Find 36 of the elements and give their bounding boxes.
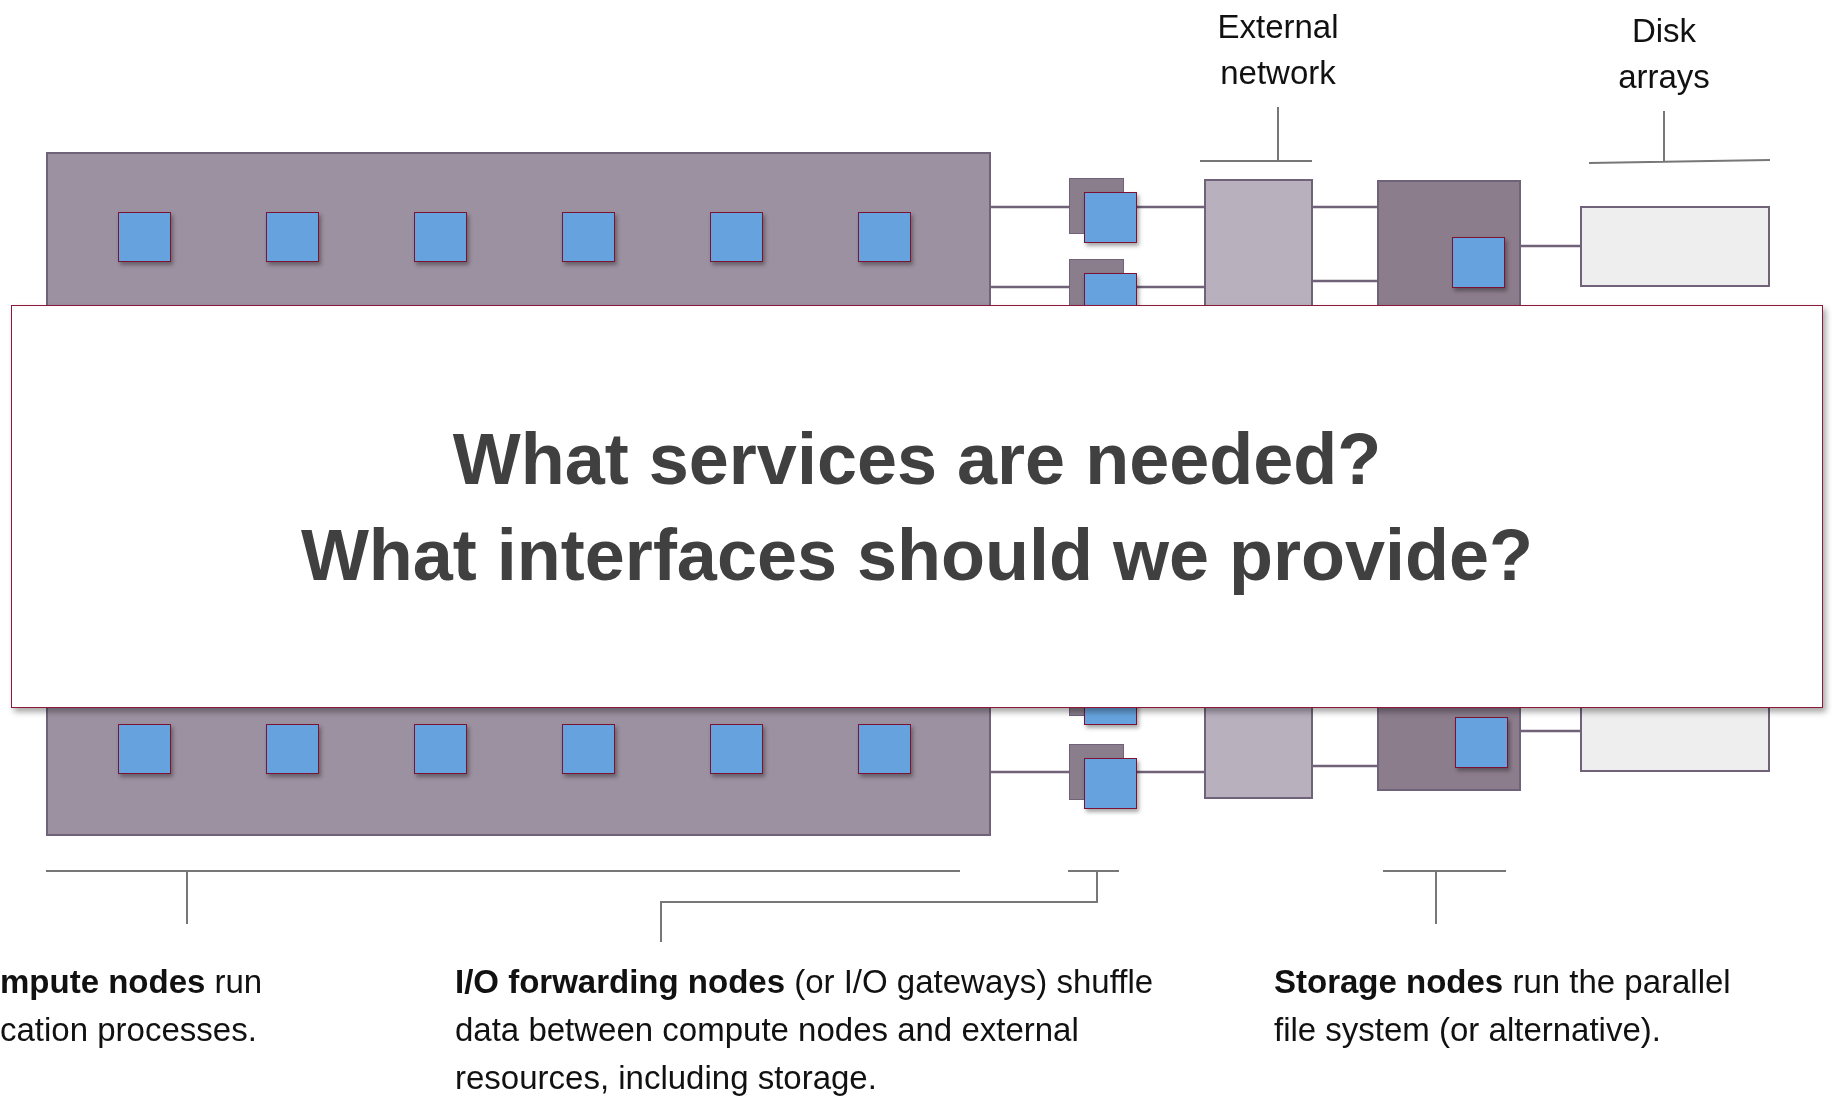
connector-line [1313,205,1377,209]
connector-line [1137,770,1204,774]
disk-array-box [1580,206,1770,287]
part-label: External network [1216,7,1340,93]
question-text: What interfaces should we provide? [299,513,1535,597]
processor-square [562,212,615,262]
processor-square [414,724,467,774]
processor-square [858,212,911,262]
connector-line [991,205,1069,209]
io-node-icon [1069,178,1137,243]
processor-square [118,212,171,262]
processor-square [562,724,615,774]
connector-line [991,770,1069,774]
connector-line [1137,205,1204,209]
processor-square [266,212,319,262]
connector-line [1313,279,1377,283]
processor-square [266,724,319,774]
processor-square [858,724,911,774]
processor-square [1455,717,1508,768]
caption-text: I/O forwarding nodes (or I/O gateways) shuffle data between compute nodes and external resources, including storage. [455,962,1155,1098]
processor-square [414,212,467,262]
io-node-icon [1069,744,1137,809]
overlay-panel [11,305,1823,708]
part-label: Disk arrays [1617,11,1711,97]
caption-text: mpute nodes run cation processes. [0,962,264,1050]
connector-line [991,285,1069,289]
connector-line [1521,729,1580,733]
connector-line [1521,244,1580,248]
processor-square [710,724,763,774]
question-text: What services are needed? [451,417,1383,501]
processor-square [118,724,171,774]
caption-text: Storage nodes run the parallel file system (or alternative). [1274,962,1732,1050]
connector-line [1137,285,1204,289]
processor-square [710,212,763,262]
connector-line [1313,764,1377,768]
processor-square [1452,237,1505,288]
